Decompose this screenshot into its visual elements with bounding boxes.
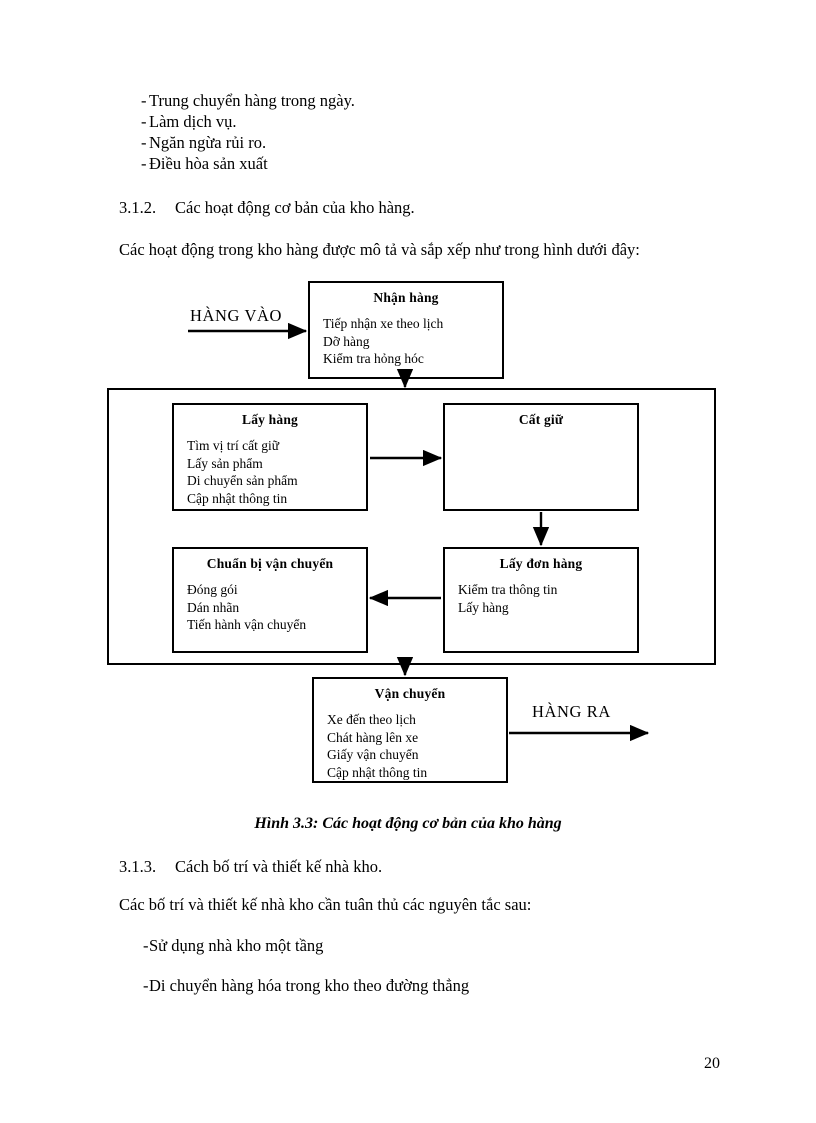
flow-node-item: Kiểm tra hỏng hóc bbox=[323, 351, 424, 366]
flow-node-item: Tìm vị trí cất giữ bbox=[187, 438, 280, 453]
section-number: 3.1.2. bbox=[119, 198, 157, 217]
list-item: - Làm dịch vụ. bbox=[119, 111, 719, 132]
bullet-marker: - bbox=[141, 154, 147, 173]
flow-node-body: Kiểm tra thông tin Lấy hàng bbox=[445, 581, 637, 616]
flow-node-item: Kiểm tra thông tin bbox=[458, 582, 558, 597]
flow-node-title: Cất giữ bbox=[518, 412, 564, 427]
flow-node-item: Tiếp nhận xe theo lịch bbox=[323, 316, 444, 331]
flow-node-title: Lấy đơn hàng bbox=[499, 556, 583, 571]
section-title: Các hoạt động cơ bản của kho hàng. bbox=[175, 198, 415, 217]
flow-node-title: Chuẩn bị vận chuyển bbox=[206, 556, 334, 571]
flow-node-item: Chát hàng lên xe bbox=[327, 729, 419, 745]
bullet-marker: - bbox=[143, 936, 149, 955]
bullet-text: Điều hòa sản xuất bbox=[149, 154, 268, 173]
section-heading-312: 3.1.2. Các hoạt động cơ bản của kho hàng. bbox=[119, 198, 415, 218]
flow-node-item: Dán nhãn bbox=[187, 599, 240, 615]
flow-node-van-chuyen[interactable]: Vận chuyển Xe đến theo lịch Chát hàng lê… bbox=[312, 677, 508, 783]
flow-node-title: Vận chuyển bbox=[374, 686, 446, 701]
figure-caption: Hình 3.3: Các hoạt động cơ bản của kho h… bbox=[254, 815, 562, 832]
list-item: - Ngăn ngừa rủi ro. bbox=[119, 132, 719, 153]
flow-node-item: Lấy sản phẩm bbox=[187, 455, 263, 471]
list-item: - Điều hòa sản xuất bbox=[119, 153, 719, 174]
bullet-text: Làm dịch vụ. bbox=[149, 112, 237, 131]
flow-node-chuan-bi-van-chuyen[interactable]: Chuẩn bị vận chuyển Đóng gói Dán nhãn Ti… bbox=[172, 547, 368, 653]
flow-node-body: Tiếp nhận xe theo lịch Dỡ hàng Kiểm tra … bbox=[310, 315, 502, 368]
bullet-text: Ngăn ngừa rủi ro. bbox=[149, 133, 267, 152]
flow-node-item: Di chuyển sản phẩm bbox=[187, 473, 298, 488]
page-number: 20 bbox=[704, 1055, 720, 1072]
bullet-text: Trung chuyển hàng trong ngày. bbox=[149, 91, 355, 110]
flow-node-item: Cập nhật thông tin bbox=[187, 490, 288, 506]
flow-node-item: Tiến hành vận chuyển bbox=[187, 617, 307, 632]
section-number: 3.1.3. bbox=[119, 857, 157, 876]
flow-node-nhan-hang[interactable]: Nhận hàng Tiếp nhận xe theo lịch Dỡ hàng… bbox=[308, 281, 504, 379]
flow-node-item: Đóng gói bbox=[187, 582, 238, 597]
flow-node-body: Tìm vị trí cất giữ Lấy sản phẩm Di chuyể… bbox=[174, 437, 366, 507]
flow-group-container bbox=[107, 388, 716, 665]
intro-bullet-list: - Trung chuyển hàng trong ngày. - Làm dị… bbox=[119, 90, 719, 174]
paragraph-principles: Các bố trí và thiết kế nhà kho cần tuân … bbox=[119, 895, 532, 914]
flow-node-body: Đóng gói Dán nhãn Tiến hành vận chuyển bbox=[174, 581, 366, 634]
flow-node-body: Xe đến theo lịch Chát hàng lên xe Giấy v… bbox=[314, 711, 506, 781]
flow-node-item: Xe đến theo lịch bbox=[327, 712, 416, 727]
flow-node-title: Nhận hàng bbox=[373, 290, 439, 305]
flow-label-hang-vao: HÀNG VÀO bbox=[190, 306, 283, 325]
flow-node-item: Dỡ hàng bbox=[323, 333, 370, 349]
flow-node-lay-don-hang[interactable]: Lấy đơn hàng Kiểm tra thông tin Lấy hàng bbox=[443, 547, 639, 653]
list-item: - Sử dụng nhà kho một tầng bbox=[119, 935, 739, 956]
flow-node-item: Giấy vận chuyển bbox=[327, 747, 419, 762]
flow-node-item: Cập nhật thông tin bbox=[327, 764, 428, 780]
flow-node-item: Lấy hàng bbox=[458, 599, 509, 615]
closing-bullet-list: - Sử dụng nhà kho một tầng - Di chuyển h… bbox=[119, 935, 739, 1015]
flow-node-title: Lấy hàng bbox=[242, 412, 298, 427]
list-item: - Trung chuyển hàng trong ngày. bbox=[119, 90, 719, 111]
flow-label-hang-ra: HÀNG RA bbox=[532, 702, 611, 721]
section-heading-313: 3.1.3. Cách bố trí và thiết kế nhà kho. bbox=[119, 857, 382, 877]
paragraph-intro: Các hoạt động trong kho hàng được mô tả … bbox=[119, 240, 640, 259]
flow-node-lay-hang[interactable]: Lấy hàng Tìm vị trí cất giữ Lấy sản phẩm… bbox=[172, 403, 368, 511]
bullet-marker: - bbox=[141, 112, 147, 131]
bullet-marker: - bbox=[141, 91, 147, 110]
bullet-marker: - bbox=[143, 976, 149, 995]
flow-node-cat-giu[interactable]: Cất giữ bbox=[443, 403, 639, 511]
section-title: Cách bố trí và thiết kế nhà kho. bbox=[175, 857, 383, 876]
bullet-text: Sử dụng nhà kho một tầng bbox=[149, 936, 324, 955]
bullet-text: Di chuyển hàng hóa trong kho theo đường … bbox=[149, 976, 470, 995]
bullet-marker: - bbox=[141, 133, 147, 152]
list-item: - Di chuyển hàng hóa trong kho theo đườn… bbox=[119, 975, 739, 996]
